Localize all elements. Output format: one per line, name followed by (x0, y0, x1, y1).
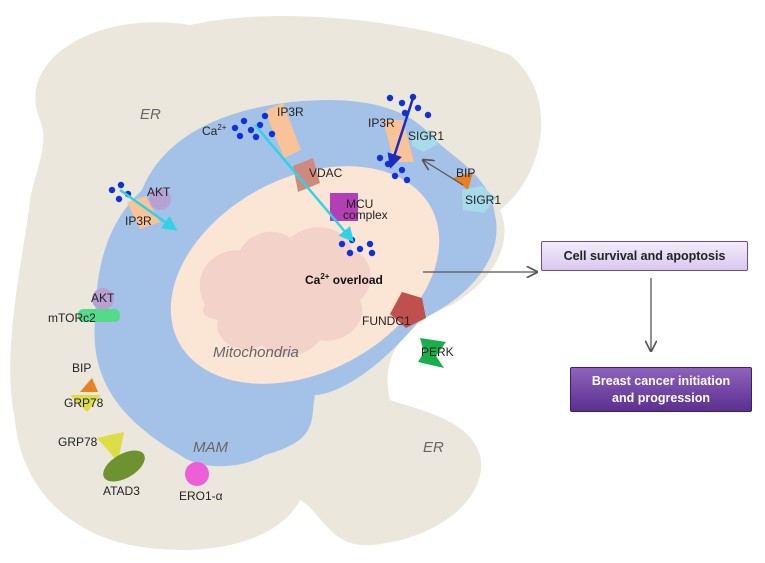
grp78-upper-label: GRP78 (64, 396, 104, 410)
bip-right-label: BIP (456, 166, 475, 180)
bip-left (80, 378, 98, 392)
akt-lower-label: AKT (91, 291, 115, 305)
breast-cancer-text-1: Breast cancer initiation (591, 373, 731, 388)
calcium-ions (108, 93, 432, 257)
breast-cancer-box: Breast cancer initiation and progression (570, 367, 752, 412)
mam-label: MAM (193, 439, 229, 456)
grp78-upper (70, 395, 101, 412)
mtorc2-label: mTORc2 (48, 311, 96, 325)
ip3r-right-label: IP3R (368, 116, 395, 130)
akt-upper-label: AKT (147, 185, 171, 199)
sigr1-top (412, 130, 438, 152)
cell-survival-text: Cell survival and apoptosis (563, 249, 726, 263)
akt-lower (92, 288, 114, 310)
perk-label: PERK (421, 345, 454, 359)
sigr1-top-label: SIGR1 (408, 129, 444, 143)
mitochondria-label: Mitochondria (213, 344, 299, 361)
mtorc2 (78, 309, 120, 322)
perk (418, 338, 446, 368)
ip3r-left-label: IP3R (125, 214, 152, 228)
ca-flux-arrow-top (254, 124, 354, 243)
akt-upper (149, 188, 171, 210)
grp78-lower (97, 432, 124, 462)
ca-label: Ca2+ (202, 123, 227, 138)
ca-overload-label: Ca2+ overload (305, 272, 383, 287)
mcu-label-2: complex (343, 208, 388, 222)
grp78-lower-label: GRP78 (58, 435, 98, 449)
ca-flux-arrow-right (387, 94, 416, 169)
mitochondria-cristae (199, 227, 371, 356)
vdac-label: VDAC (309, 166, 343, 180)
er-label-top: ER (140, 106, 161, 123)
sigr1-translocation-arrow (423, 160, 464, 186)
atad3 (103, 450, 145, 482)
sigr1-right-label: SIGR1 (465, 193, 501, 207)
er-label-bottom: ER (423, 439, 444, 456)
ip3r-top-channel (265, 103, 301, 158)
fundc1-label: FUNDC1 (362, 314, 411, 328)
ca-flux-arrow-left (119, 188, 178, 231)
vdac-channel (293, 158, 320, 192)
cell-survival-box: Cell survival and apoptosis (541, 241, 748, 271)
mcu-label-1: MCU (346, 197, 373, 211)
fundc1 (390, 292, 426, 328)
ero1-alpha (185, 462, 209, 486)
bip-left-label: BIP (72, 361, 91, 375)
ip3r-left-channel (127, 196, 160, 229)
sigr1-right (462, 186, 496, 213)
mcu-complex (330, 193, 358, 221)
breast-cancer-text-2: and progression (612, 390, 710, 405)
ip3r-top-label: IP3R (277, 105, 304, 119)
ero1-label: ERO1-α (179, 489, 223, 503)
atad3-label: ATAD3 (103, 484, 140, 498)
bip-right (453, 172, 473, 190)
